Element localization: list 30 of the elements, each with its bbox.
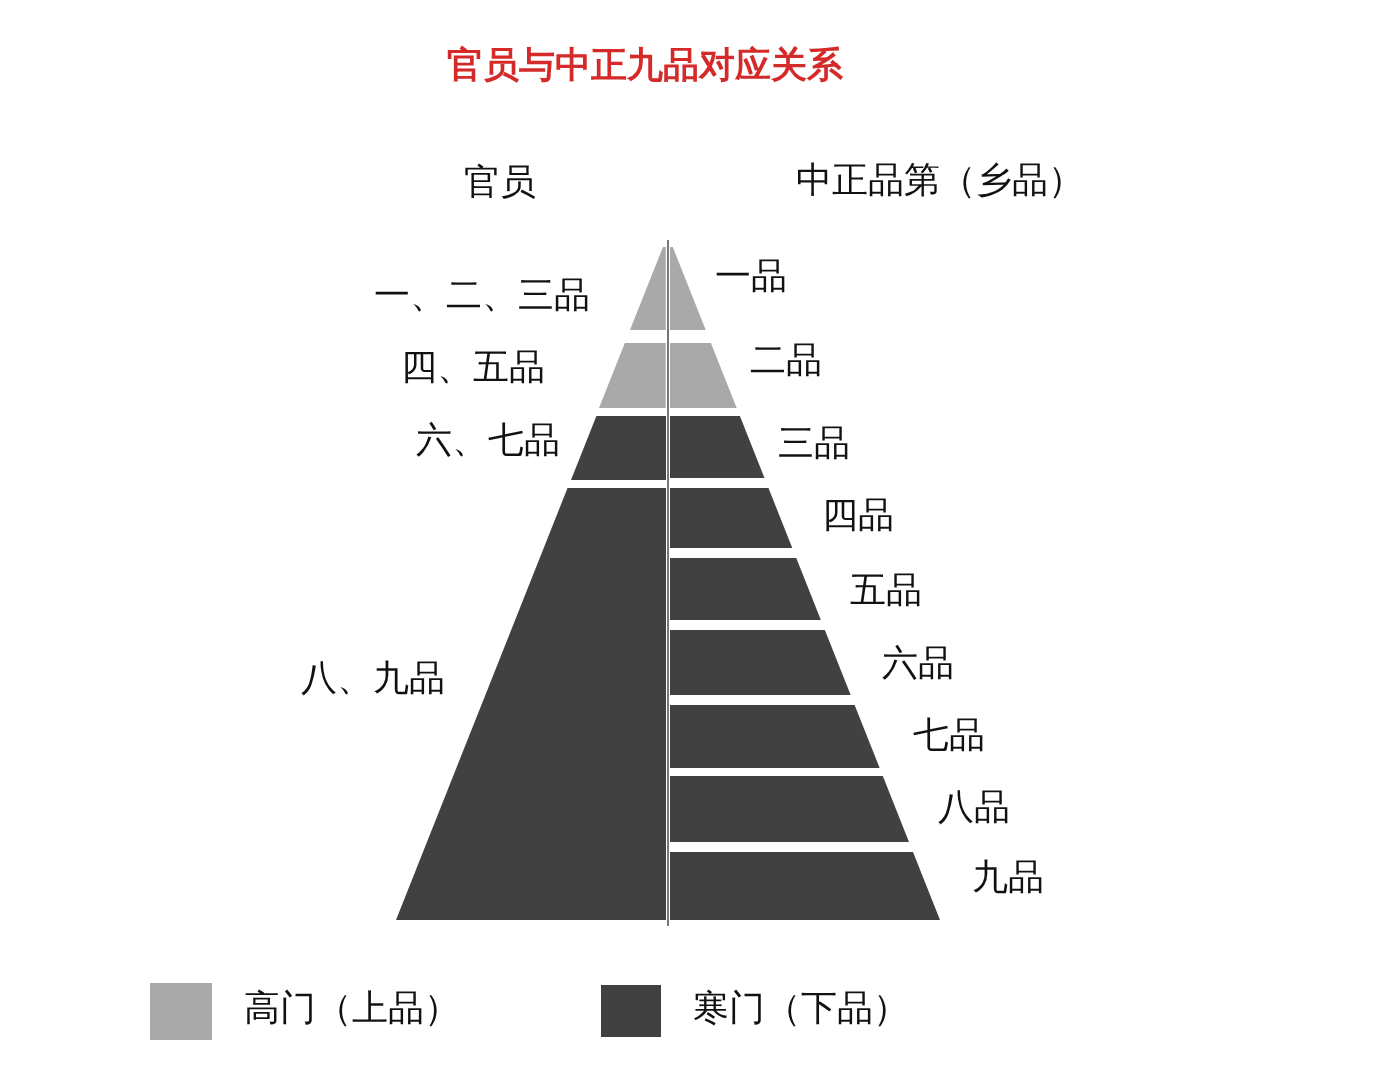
grade-label: 九品 xyxy=(972,859,1044,895)
grade-label: 八品 xyxy=(938,789,1010,825)
title: 官员与中正九品对应关系 xyxy=(447,46,843,82)
grade-label: 四、五品 xyxy=(401,349,545,385)
grade-label: 二品 xyxy=(750,342,822,378)
grade-label: 五品 xyxy=(850,572,922,608)
column-heading: 中正品第（乡品） xyxy=(796,162,1084,198)
grade-label: 八、九品 xyxy=(301,660,445,696)
pyramid-band xyxy=(670,416,765,478)
grade-label: 四品 xyxy=(822,497,894,533)
pyramid-band xyxy=(670,558,821,620)
pyramid-band xyxy=(570,416,666,480)
column-heading: 官员 xyxy=(464,164,536,200)
pyramid-band xyxy=(670,776,909,842)
grade-label: 六、七品 xyxy=(416,422,560,458)
grade-label: 七品 xyxy=(913,717,985,753)
grade-label: 一品 xyxy=(715,258,787,294)
pyramid-band xyxy=(670,630,851,695)
pyramid-band xyxy=(670,705,880,768)
grade-label: 三品 xyxy=(778,425,850,461)
pyramid-band xyxy=(670,488,793,548)
pyramid-band xyxy=(670,852,940,920)
grade-label: 六品 xyxy=(882,645,954,681)
legend-label: 寒门（下品） xyxy=(693,990,909,1026)
pyramid-band xyxy=(670,343,737,408)
pyramid-band xyxy=(670,247,706,330)
pyramid-band xyxy=(630,247,666,330)
legend-label: 高门（上品） xyxy=(244,990,460,1026)
pyramid-band xyxy=(599,343,666,408)
grade-label: 一、二、三品 xyxy=(374,277,590,313)
